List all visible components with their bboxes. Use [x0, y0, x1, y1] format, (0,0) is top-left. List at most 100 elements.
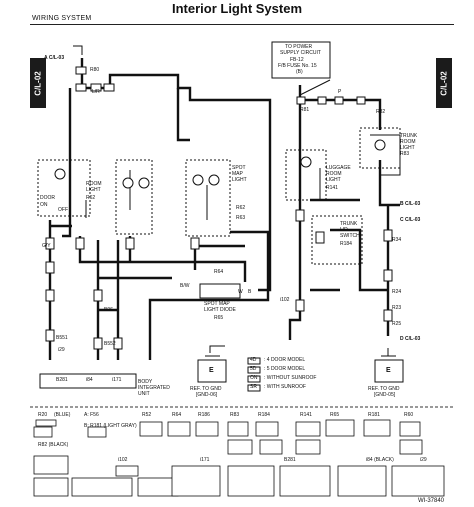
wire-bw: B/W — [180, 283, 190, 289]
header-rule — [30, 24, 454, 25]
luggage-label-3: LIGHT — [326, 177, 341, 183]
spot-map-diode-box — [199, 283, 241, 299]
ground-symbol-right — [374, 355, 404, 383]
luggage-room-light-box — [285, 149, 327, 201]
conn-r34: R34 — [392, 237, 402, 243]
thin-wires — [73, 45, 401, 356]
conn-r65: R65 — [214, 315, 224, 321]
spot-map-light-box-1 — [115, 159, 153, 235]
bottom-r184: R184 — [258, 412, 270, 418]
spot-map-lamp-icon-2 — [138, 177, 150, 189]
conn-r64: R64 — [214, 269, 224, 275]
trunk-room-light-box — [359, 127, 401, 169]
ground-right-label: E — [386, 367, 391, 374]
spot-map-lamp-icon-1 — [122, 177, 134, 189]
diode-label-2: LIGHT DIODE — [204, 307, 236, 313]
room-light-code: R62 — [86, 195, 96, 201]
trunk-room-label-3: LIGHT — [400, 145, 415, 151]
cl-ref-d: D C/L-03 — [400, 336, 421, 342]
ground-left-label: E — [209, 367, 214, 374]
trunk-room-label-2: ROOM — [400, 139, 416, 145]
conn-i29: i29 — [58, 347, 65, 353]
power-line-2: SUPPLY CIRCUIT — [280, 50, 321, 56]
trunk-lid-switch-box — [311, 215, 363, 265]
wire-p: P — [338, 89, 342, 95]
legend-sr-symbol: SR — [250, 384, 257, 390]
page-title: Interior Light System — [171, 1, 303, 16]
room-light-lamp-icon — [54, 168, 66, 180]
door-switch-label: DOOR — [40, 195, 55, 201]
lamp-symbols — [54, 139, 386, 189]
conn-i171: i171 — [112, 377, 122, 383]
bottom-r65: R65 — [330, 412, 340, 418]
spot-map-lamp-icon-4 — [208, 174, 220, 186]
connector-face-views — [33, 419, 445, 497]
luggage-label-1: LUGGAGE — [326, 165, 351, 171]
ground-symbol-left — [197, 355, 227, 383]
off-switch-label: OFF — [58, 207, 68, 213]
conn-r25: R25 — [392, 321, 402, 327]
cl-ref-b: B C/L-03 — [400, 201, 421, 207]
conn-b281: B281 — [56, 377, 68, 383]
legend-symbols — [247, 357, 261, 392]
conn-r81: R81 — [300, 107, 310, 113]
bottom-r20: R20 — [38, 412, 48, 418]
luggage-code: R141 — [326, 185, 338, 191]
legend-nosr-text: : WITHOUT SUNROOF — [264, 375, 317, 381]
power-line-1: TO POWER — [285, 44, 313, 50]
legend-sr-text: : WITH SUNROOF — [264, 384, 306, 390]
bottom-b: B: R181 (LIGHT GRAY) — [84, 423, 137, 429]
bottom-i171: i171 — [200, 457, 210, 463]
conn-r24: R24 — [392, 289, 402, 295]
trunk-room-lamp-icon — [374, 139, 386, 151]
conn-b96: B96 — [104, 307, 113, 313]
bottom-r141: R141 — [300, 412, 312, 418]
ground-left-ref-2: [GND-06] — [196, 392, 218, 398]
trunk-room-code: R83 — [400, 151, 410, 157]
bottom-r181: R181 — [368, 412, 380, 418]
trunk-lid-label-1: TRUNK — [340, 221, 358, 227]
spot-map-label-2: MAP — [232, 171, 243, 177]
conn-b552: B552 — [104, 341, 116, 347]
spot-map-label-1: SPOT — [232, 165, 246, 171]
conn-r62: R62 — [236, 205, 246, 211]
room-light-label-1: ROOM — [86, 181, 102, 187]
body-unit-label-3: UNIT — [138, 391, 150, 397]
room-light-label-2: LIGHT — [86, 187, 101, 193]
side-tab-left: C/L-02 — [30, 58, 46, 108]
bottom-r186: R186 — [198, 412, 210, 418]
side-tab-right: C/L-02 — [436, 58, 452, 108]
conn-r82: R82 — [376, 109, 386, 115]
legend-5d-text: : 5 DOOR MODEL — [264, 366, 306, 372]
bottom-i84: i84 (BLACK) — [366, 457, 394, 463]
luggage-label-2: ROOM — [326, 171, 342, 177]
spot-map-light-box-2 — [185, 159, 231, 237]
bottom-a: A: F56 — [84, 412, 99, 418]
ground-right-ref-1: REF. TO GND — [368, 386, 400, 392]
legend-4d-symbol: 4D — [250, 357, 257, 363]
power-line-3: FB-12 — [290, 57, 304, 63]
bottom-r83: R83 — [230, 412, 240, 418]
wire-w: W — [238, 289, 243, 295]
bottom-r82: R82 (BLACK) — [38, 442, 69, 448]
trunk-room-label-1: TRUNK — [400, 133, 418, 139]
bottom-r60: R60 — [404, 412, 414, 418]
conn-b551: B551 — [56, 335, 68, 341]
body-unit-label-2: INTEGRATED — [138, 385, 170, 391]
cl-ref-top: A C/L-03 — [44, 55, 65, 61]
wire-b: B — [248, 289, 252, 295]
section-header: WIRING SYSTEM — [32, 15, 92, 22]
thick-wires — [48, 58, 400, 360]
legend-5d-symbol: 5D — [250, 366, 257, 372]
trunk-lid-label-3: SWITCH — [340, 233, 360, 239]
legend-nosr-symbol: ON — [250, 375, 258, 381]
bottom-r20-color: (BLUE) — [54, 412, 71, 418]
diode-label-1: SPOT MAP — [204, 301, 230, 307]
trunk-lid-code: R184 — [340, 241, 352, 247]
on-switch-label: ON — [40, 202, 48, 208]
trunk-lid-label-2: LID — [340, 227, 348, 233]
wire-gy: G/Y — [42, 243, 51, 249]
luggage-lamp-icon — [300, 156, 312, 168]
